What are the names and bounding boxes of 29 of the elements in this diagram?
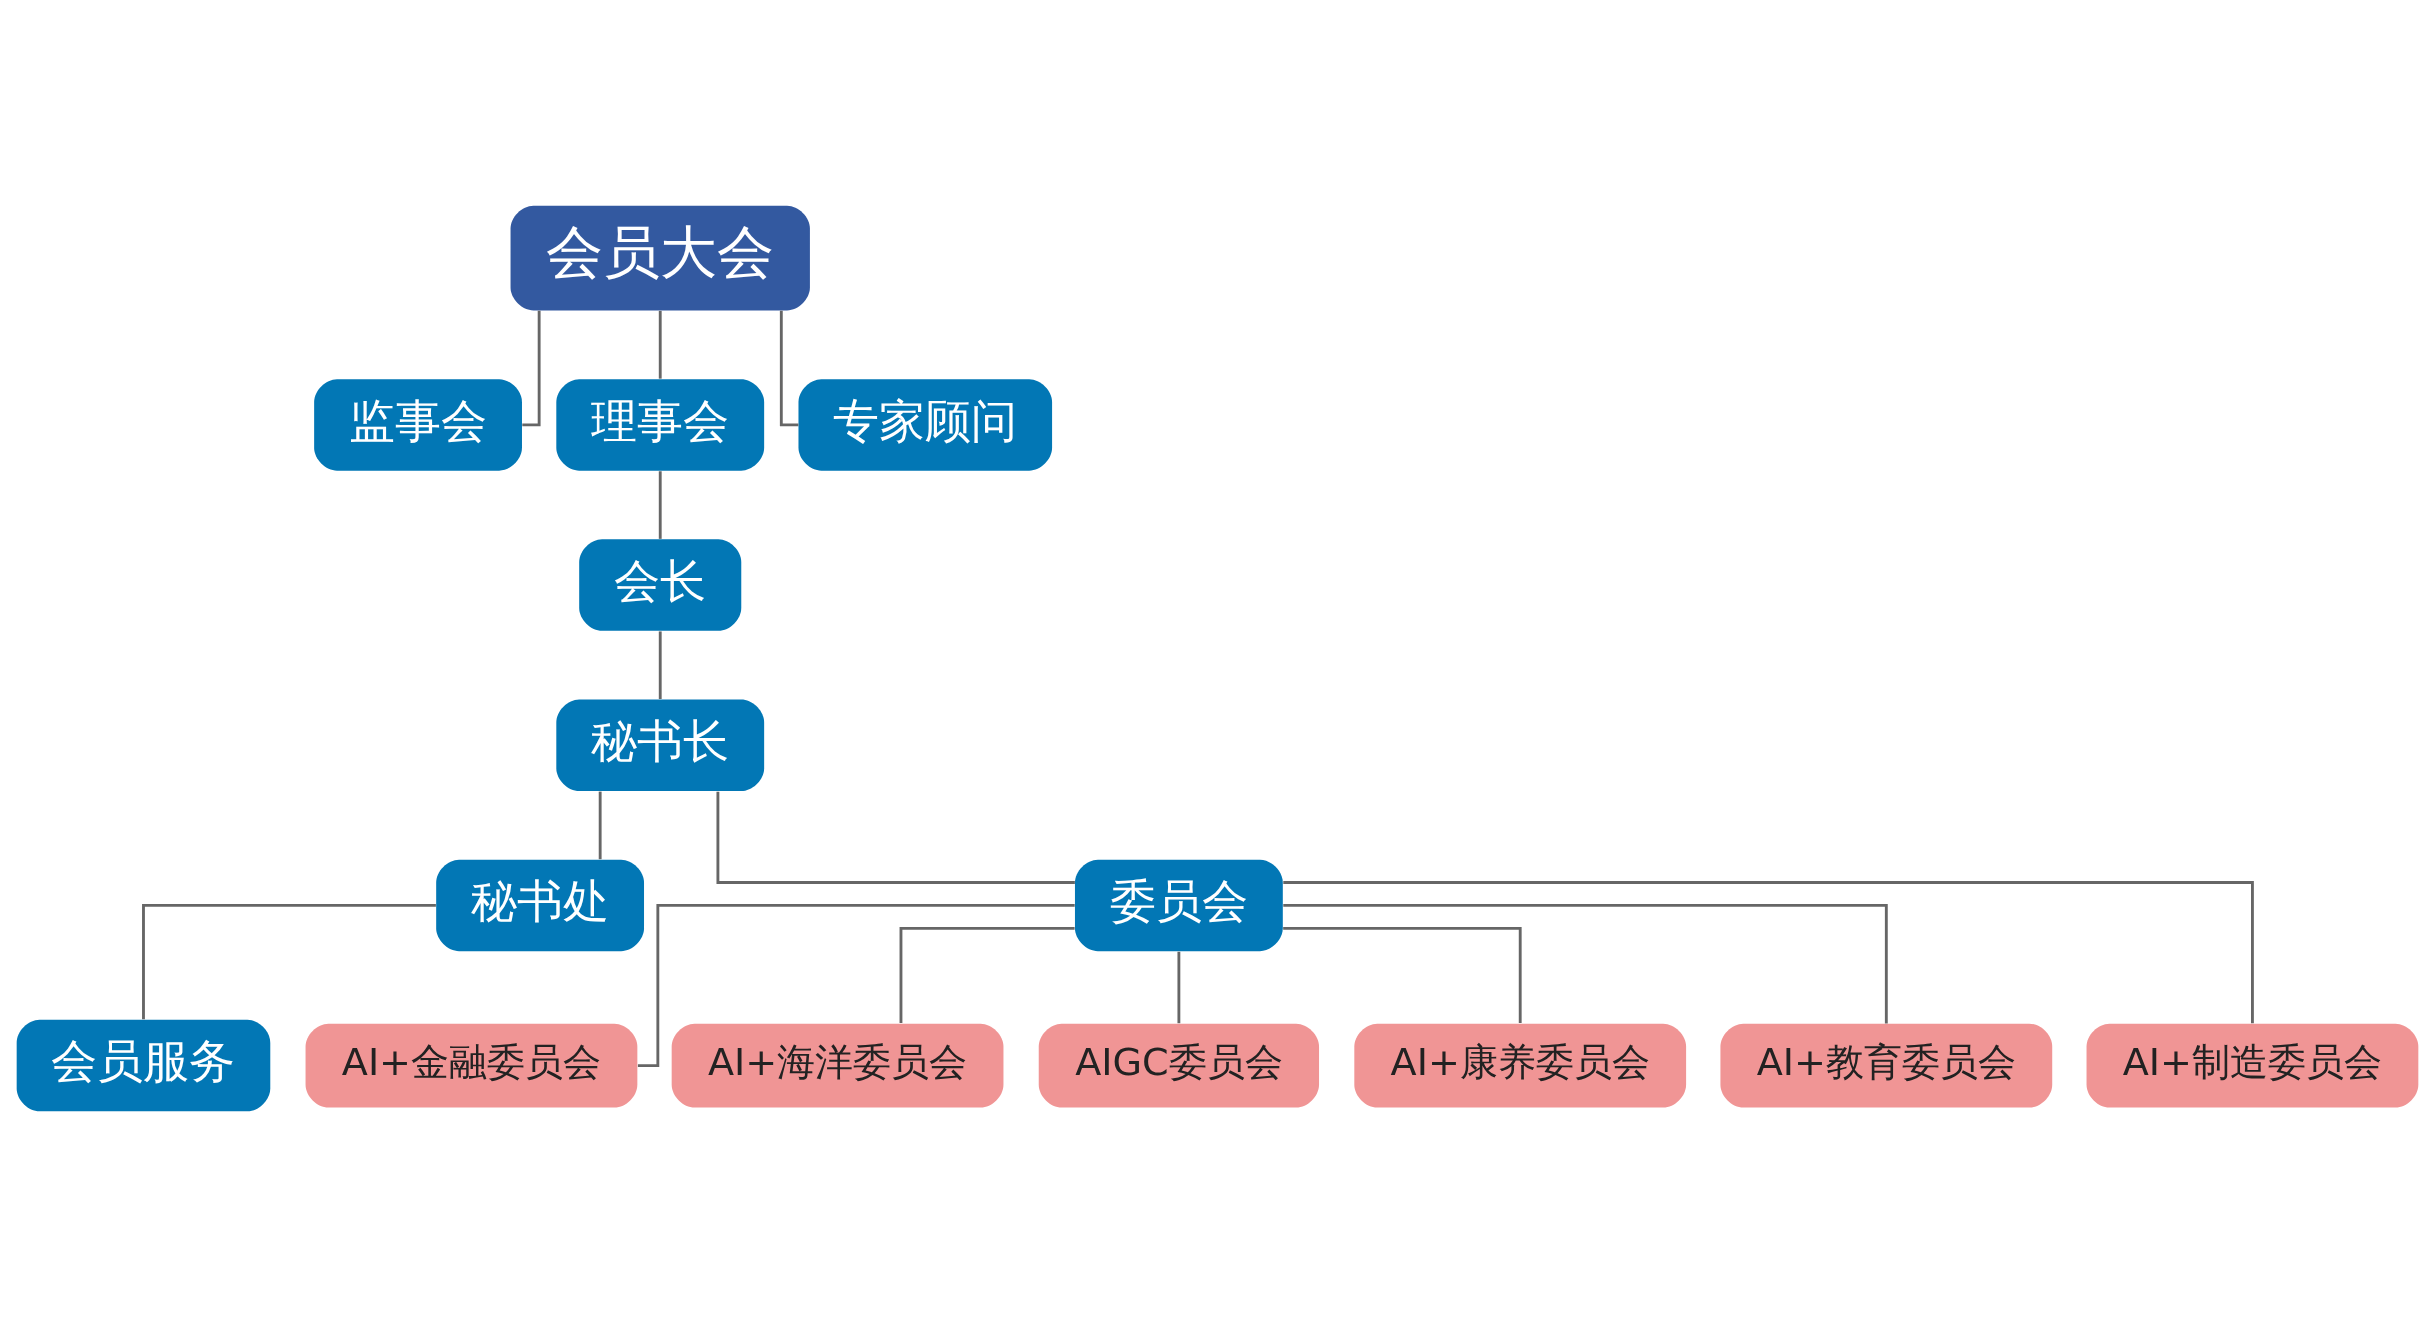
connector: [1283, 881, 2254, 1024]
node-box: AI+海洋委员会: [671, 1023, 1004, 1108]
node-box: AI+金融委员会: [305, 1023, 638, 1108]
connector: [637, 904, 1075, 1068]
connector: [899, 926, 1075, 1023]
connector: [598, 791, 602, 860]
node-box: 会长: [579, 539, 742, 631]
connector: [658, 471, 662, 539]
node-box: 会员大会: [510, 205, 810, 311]
node-box: 委员会: [1074, 859, 1283, 952]
node-box: 监事会: [314, 379, 522, 471]
node-box: 会员服务: [16, 1019, 271, 1112]
connector: [522, 310, 541, 427]
connector: [1177, 951, 1181, 1024]
node-box: 秘书处: [436, 859, 644, 952]
connector: [1283, 926, 1522, 1023]
connector: [658, 631, 662, 700]
node-box: 秘书长: [556, 699, 765, 791]
node-box: AI+康养委员会: [1354, 1023, 1687, 1108]
connector: [779, 310, 799, 427]
node-box: AI+制造委员会: [2086, 1023, 2419, 1108]
node-box: AI+教育委员会: [1720, 1023, 2053, 1108]
connector: [658, 310, 662, 379]
node-box: 理事会: [556, 379, 765, 471]
connector: [142, 904, 436, 1020]
node-box: 专家顾问: [798, 379, 1053, 471]
connector: [1283, 904, 1888, 1024]
node-box: AIGC委员会: [1038, 1023, 1320, 1108]
connector: [716, 791, 1075, 884]
